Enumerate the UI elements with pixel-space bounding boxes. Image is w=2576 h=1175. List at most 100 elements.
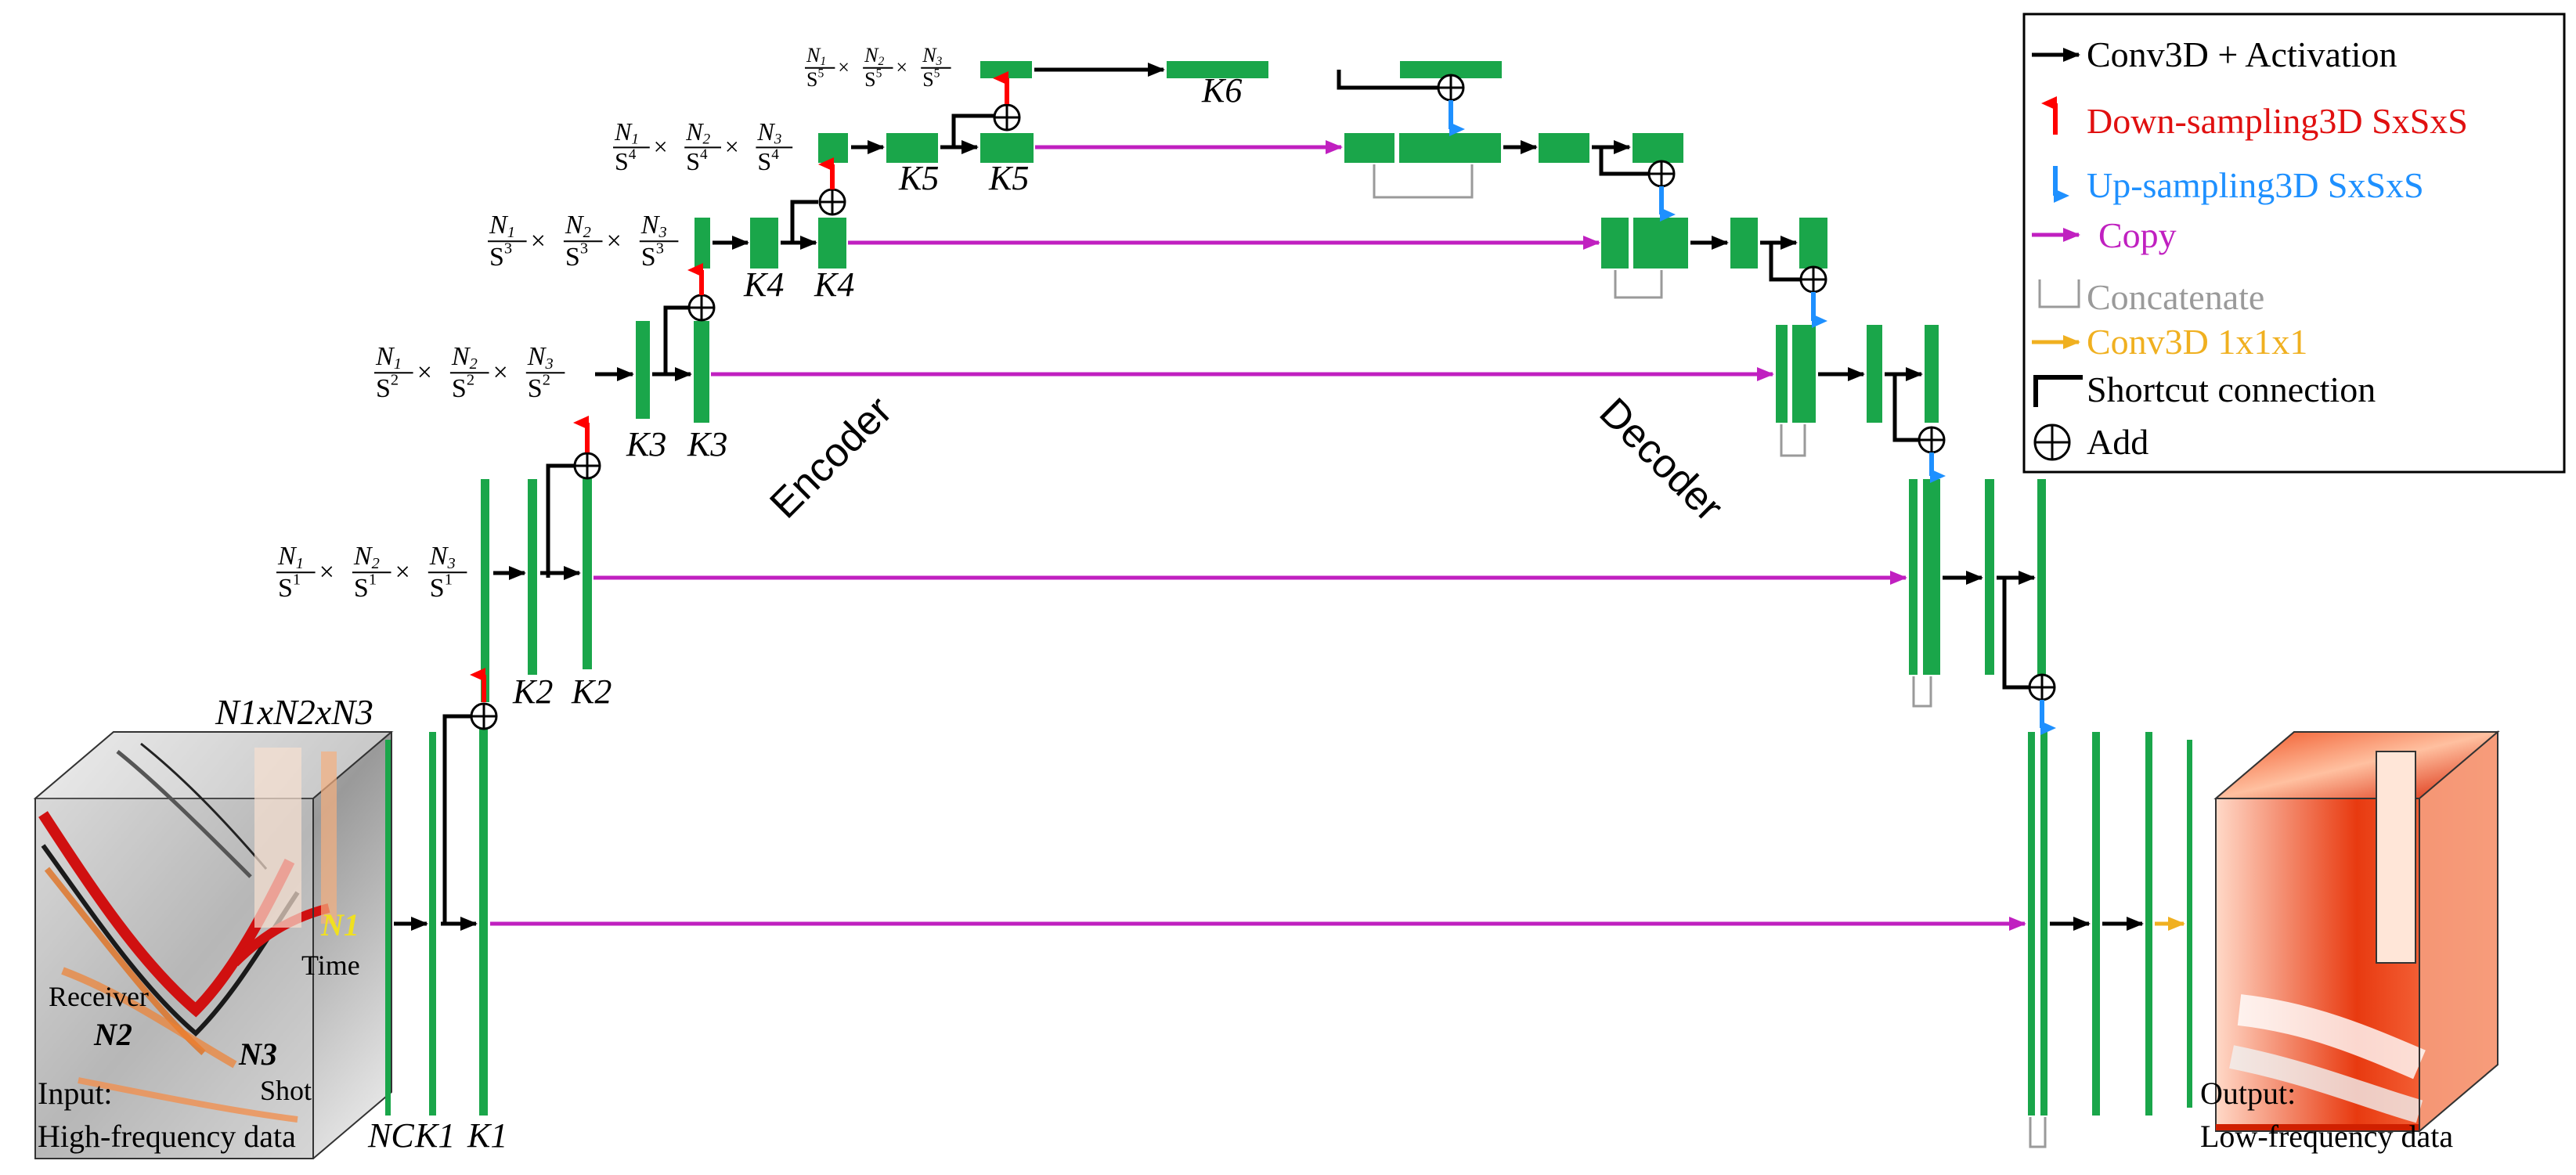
times-sign: × xyxy=(654,132,668,160)
denominator-exp: 1 xyxy=(445,571,453,589)
kernel-labels: K6 K5 K5 K4 K4 K3 K3 K2 K2 NC K1 K1 xyxy=(367,71,1242,1155)
times-sign: × xyxy=(493,359,508,387)
numerator-sub: 2 xyxy=(583,224,591,241)
times-sign: × xyxy=(896,56,907,79)
k5-label-a: K5 xyxy=(898,159,939,197)
legend-shortcut-text: Shortcut connection xyxy=(2087,369,2376,409)
conv-block-16 xyxy=(1400,61,1502,78)
decoder-shortcut-0 xyxy=(1599,147,1648,176)
times-sign: × xyxy=(531,227,546,256)
encoder-shortcut-1 xyxy=(546,463,575,578)
encoder-decoder-labels: Encoder Decoder xyxy=(761,388,1731,531)
denominator: S3 xyxy=(489,240,512,272)
numerator-N2: N2 xyxy=(565,211,591,241)
encoder-shortcut-3 xyxy=(790,200,818,243)
copy-arrows-layer xyxy=(490,140,2026,931)
conv-block-19 xyxy=(1539,133,1589,163)
concat-bracket-1 xyxy=(1614,270,1663,299)
conv-block-18 xyxy=(1399,133,1501,163)
conv-block-30 xyxy=(1923,479,1940,675)
numerator-sub: 3 xyxy=(658,224,666,241)
conv-block-12 xyxy=(886,133,938,163)
conv-block-28 xyxy=(1925,325,1939,423)
concat-bracket-2 xyxy=(1780,424,1806,457)
decoder-shortcut-1 xyxy=(1769,243,1801,282)
conv-block-33 xyxy=(2028,732,2035,1116)
numerator-sub: 1 xyxy=(820,55,826,68)
times-sign: × xyxy=(395,558,410,587)
k2-label-a: K2 xyxy=(512,672,553,711)
conv-block-24 xyxy=(1799,218,1827,269)
numerator-N1: N1 xyxy=(277,542,304,572)
numerator-N3: N3 xyxy=(922,44,942,68)
n3-axis-label: N3 xyxy=(238,1036,277,1072)
time-label: Time xyxy=(301,950,360,981)
conv-block-22 xyxy=(1633,218,1688,269)
conv-block-34 xyxy=(2040,732,2047,1116)
numerator-N3: N3 xyxy=(640,211,667,241)
numerator-N2: N2 xyxy=(451,342,478,373)
denominator-exp: 3 xyxy=(656,240,664,258)
conv-block-15 xyxy=(1167,61,1268,78)
conv-block-10 xyxy=(818,218,846,269)
k1-label-a: K1 xyxy=(414,1116,455,1155)
denominator-exp: 3 xyxy=(504,240,512,258)
denominator: S4 xyxy=(757,146,779,175)
output-line2: Low-frequency data xyxy=(2200,1119,2453,1154)
denominator: S4 xyxy=(615,146,637,175)
output-cube xyxy=(2213,730,2500,1134)
concat-layer xyxy=(1373,164,2047,1148)
numerator-sub: 2 xyxy=(470,355,478,373)
legend-down-text: Down-sampling3D SxSxS xyxy=(2087,101,2468,141)
legend-up-text: Up-sampling3D SxSxS xyxy=(2087,165,2424,205)
input-line2: High-frequency data xyxy=(38,1119,296,1154)
numerator-sub: 3 xyxy=(774,132,782,148)
denominator: S2 xyxy=(376,372,399,403)
numerator-N1: N1 xyxy=(806,44,826,68)
denominator: S5 xyxy=(806,67,824,91)
denominator-exp: 2 xyxy=(543,372,550,389)
concat-bracket-4 xyxy=(2029,1117,2047,1148)
numerator-N1: N1 xyxy=(375,342,402,373)
k3-label-a: K3 xyxy=(626,425,666,463)
level-size-labels: N1S1×N2S1×N3S1N1S2×N2S2×N3S2N1S3×N2S3×N3… xyxy=(276,44,951,603)
conv-block-5 xyxy=(583,470,592,669)
denominator: S5 xyxy=(922,67,940,91)
numerator-sub: 1 xyxy=(394,355,402,373)
numerator-sub: 3 xyxy=(446,555,455,572)
conv-block-1 xyxy=(429,732,436,1116)
numerator-sub: 1 xyxy=(507,224,515,241)
conv-block-17 xyxy=(1344,133,1394,163)
denominator-exp: 1 xyxy=(369,571,377,589)
denominator-exp: 1 xyxy=(293,571,301,589)
encoder-shortcut-4 xyxy=(951,114,994,147)
conv-block-11 xyxy=(818,133,848,163)
k3-label-b: K3 xyxy=(687,425,727,463)
k4-label-b: K4 xyxy=(814,265,854,304)
denominator-exp: 3 xyxy=(580,240,588,258)
denominator: S5 xyxy=(864,67,882,91)
numerator-N3: N3 xyxy=(429,542,456,572)
numerator-sub: 1 xyxy=(631,132,639,148)
conv-block-2 xyxy=(479,716,488,1116)
io-labels: N1xN2xN3 Input: High-frequency data Outp… xyxy=(38,692,2453,1154)
nc-label: NC xyxy=(367,1116,414,1155)
conv-block-8 xyxy=(695,218,710,269)
k2-label-b: K2 xyxy=(571,672,612,711)
denominator: S4 xyxy=(686,146,708,175)
conv-block-4 xyxy=(528,479,537,675)
numerator-N1: N1 xyxy=(614,117,639,148)
numerator-N2: N2 xyxy=(864,44,884,68)
numerator-N3: N3 xyxy=(527,342,554,373)
denominator: S2 xyxy=(528,372,550,403)
conv-block-20 xyxy=(1633,133,1683,163)
denominator-exp: 4 xyxy=(629,146,637,163)
numerator-sub: 2 xyxy=(878,55,884,68)
conv-block-36 xyxy=(2145,732,2152,1116)
input-cube xyxy=(33,731,394,1159)
conv-block-27 xyxy=(1867,325,1882,423)
numerator-sub: 3 xyxy=(936,55,943,68)
